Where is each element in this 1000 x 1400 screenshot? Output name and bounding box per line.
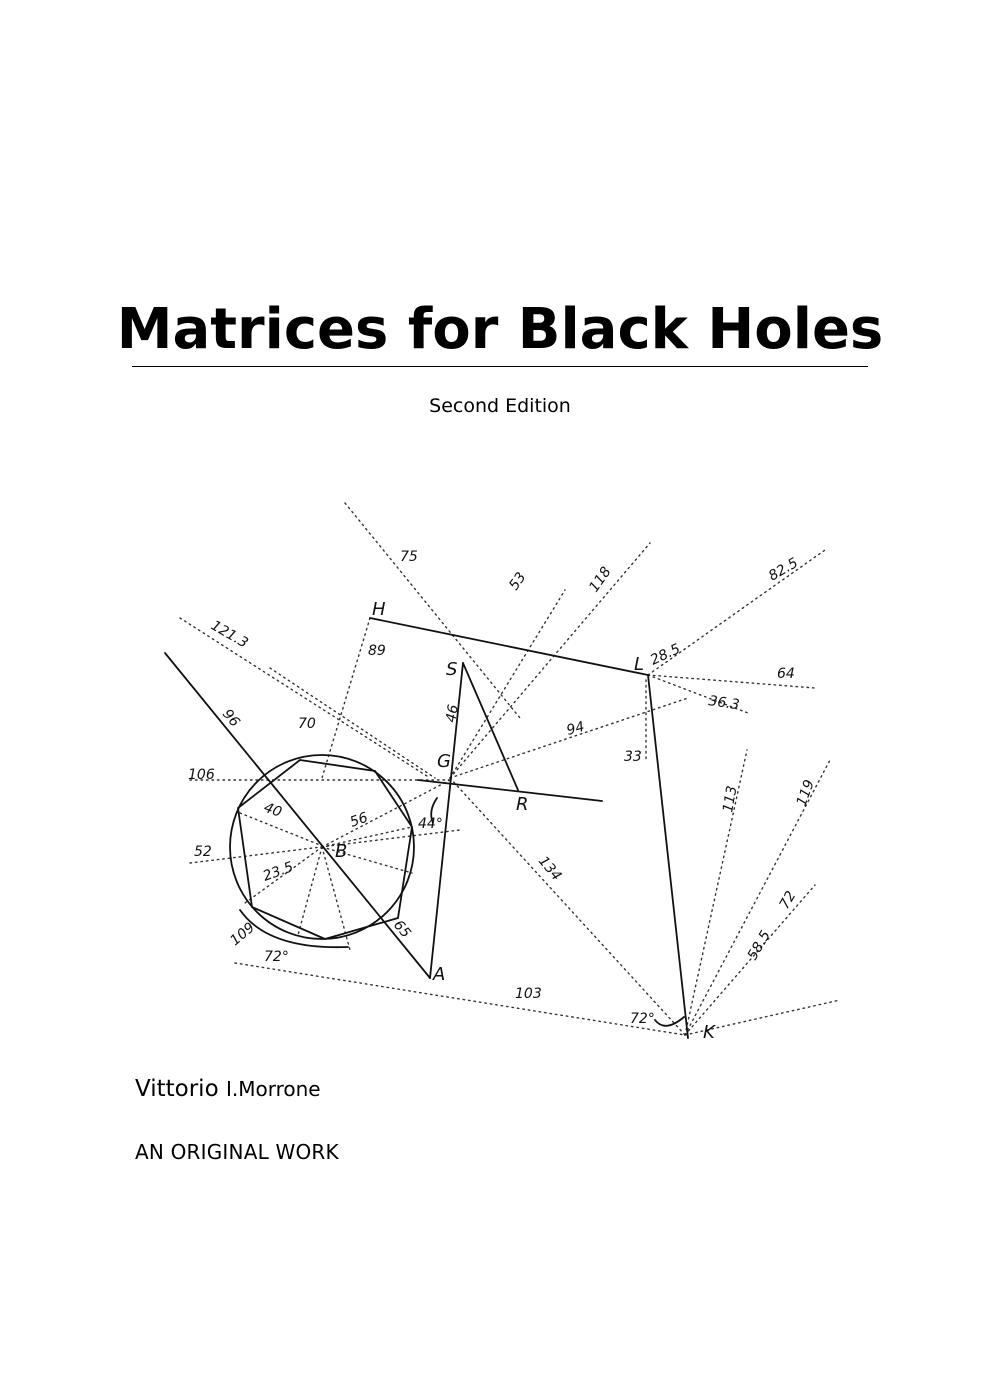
measurement-label: 72° <box>264 949 289 965</box>
author-surname: I.Morrone <box>225 1077 321 1101</box>
dotted-line <box>321 826 413 848</box>
point-label: S <box>446 659 457 680</box>
dotted-line <box>189 829 461 864</box>
dotted-line <box>269 667 436 779</box>
dotted-line <box>321 846 413 874</box>
dotted-line <box>179 617 431 779</box>
measurement-label: 113 <box>720 785 740 814</box>
circle-B <box>229 754 415 940</box>
measurement-label: 64 <box>777 666 795 682</box>
author-given-name: Vittorio <box>135 1076 219 1102</box>
geometric-diagram: H S L G R B A K 75 53 118 82.5 121.3 89 … <box>164 502 841 1043</box>
dotted-line <box>449 542 651 779</box>
measurement-label: 72° <box>630 1011 655 1027</box>
dotted-line <box>647 674 816 689</box>
title-divider <box>132 366 868 367</box>
angle-arc-72-k <box>654 1016 685 1027</box>
line-through-B <box>164 652 431 979</box>
dotted-line <box>647 674 749 714</box>
point-label: K <box>703 1022 716 1043</box>
dotted-line <box>684 884 816 1036</box>
line-L-K <box>647 674 689 1039</box>
measurement-label: 53 <box>506 570 529 594</box>
dotted-line <box>297 846 323 936</box>
dotted-line <box>234 962 686 1036</box>
heptagon <box>237 759 413 940</box>
line-through-G <box>417 779 603 802</box>
line-A-S <box>429 662 464 979</box>
edition-label: Second Edition <box>429 395 571 417</box>
measurement-label: 72 <box>777 888 800 912</box>
dotted-line <box>449 697 689 779</box>
measurement-label: 58.5 <box>745 928 774 963</box>
measurement-label: 56 <box>348 810 370 831</box>
dotted-construction-lines <box>179 502 841 1036</box>
measurement-label: 28.5 <box>648 641 683 669</box>
point-label: G <box>437 751 451 772</box>
point-label: B <box>335 841 347 862</box>
angle-arc-44 <box>430 797 438 824</box>
measurement-label: 44° <box>418 816 443 832</box>
point-labels: H S L G R B A K <box>335 599 716 1043</box>
measurement-label: 46 <box>443 703 462 723</box>
line-H-L <box>369 617 649 676</box>
point-label: H <box>372 599 386 620</box>
measurement-label: 75 <box>400 549 418 565</box>
dotted-line <box>244 846 323 904</box>
dotted-line <box>321 779 451 848</box>
measurement-label: 94 <box>565 719 586 739</box>
measurement-label: 89 <box>368 643 386 659</box>
measurement-label: 134 <box>535 853 564 884</box>
measurement-label: 118 <box>586 564 614 595</box>
measurement-labels: 75 53 118 82.5 121.3 89 28.5 64 36.3 96 … <box>188 549 818 1027</box>
line-S-R <box>462 662 519 791</box>
dotted-line <box>684 999 841 1036</box>
measurement-label: 119 <box>794 778 818 809</box>
measurement-label: 70 <box>298 716 316 732</box>
dotted-line <box>321 617 371 779</box>
point-label: R <box>516 794 529 815</box>
tagline: AN ORIGINAL WORK <box>135 1140 339 1164</box>
measurement-label: 36.3 <box>707 693 740 713</box>
measurement-label: 96 <box>219 706 243 730</box>
measurement-label: 23.5 <box>261 859 296 885</box>
author-name: Vittorio I.Morrone <box>135 1076 321 1102</box>
dotted-line <box>684 749 748 1036</box>
dotted-line <box>344 502 521 719</box>
measurement-label: 121.3 <box>208 618 251 652</box>
point-label: A <box>432 964 445 985</box>
dotted-line <box>239 812 326 848</box>
measurement-label: 40 <box>262 800 284 821</box>
measurement-label: 65 <box>390 917 414 941</box>
measurement-label: 33 <box>624 749 642 765</box>
measurement-label: 103 <box>515 986 542 1002</box>
book-title: Matrices for Black Holes <box>116 297 884 362</box>
measurement-label: 52 <box>194 844 212 860</box>
solid-geometry <box>164 617 689 1039</box>
dotted-line <box>684 759 831 1036</box>
dotted-line <box>449 777 686 1036</box>
dotted-line <box>449 589 566 779</box>
angle-arc-72 <box>239 909 349 949</box>
point-label: L <box>634 654 644 675</box>
measurement-label: 106 <box>188 767 215 783</box>
